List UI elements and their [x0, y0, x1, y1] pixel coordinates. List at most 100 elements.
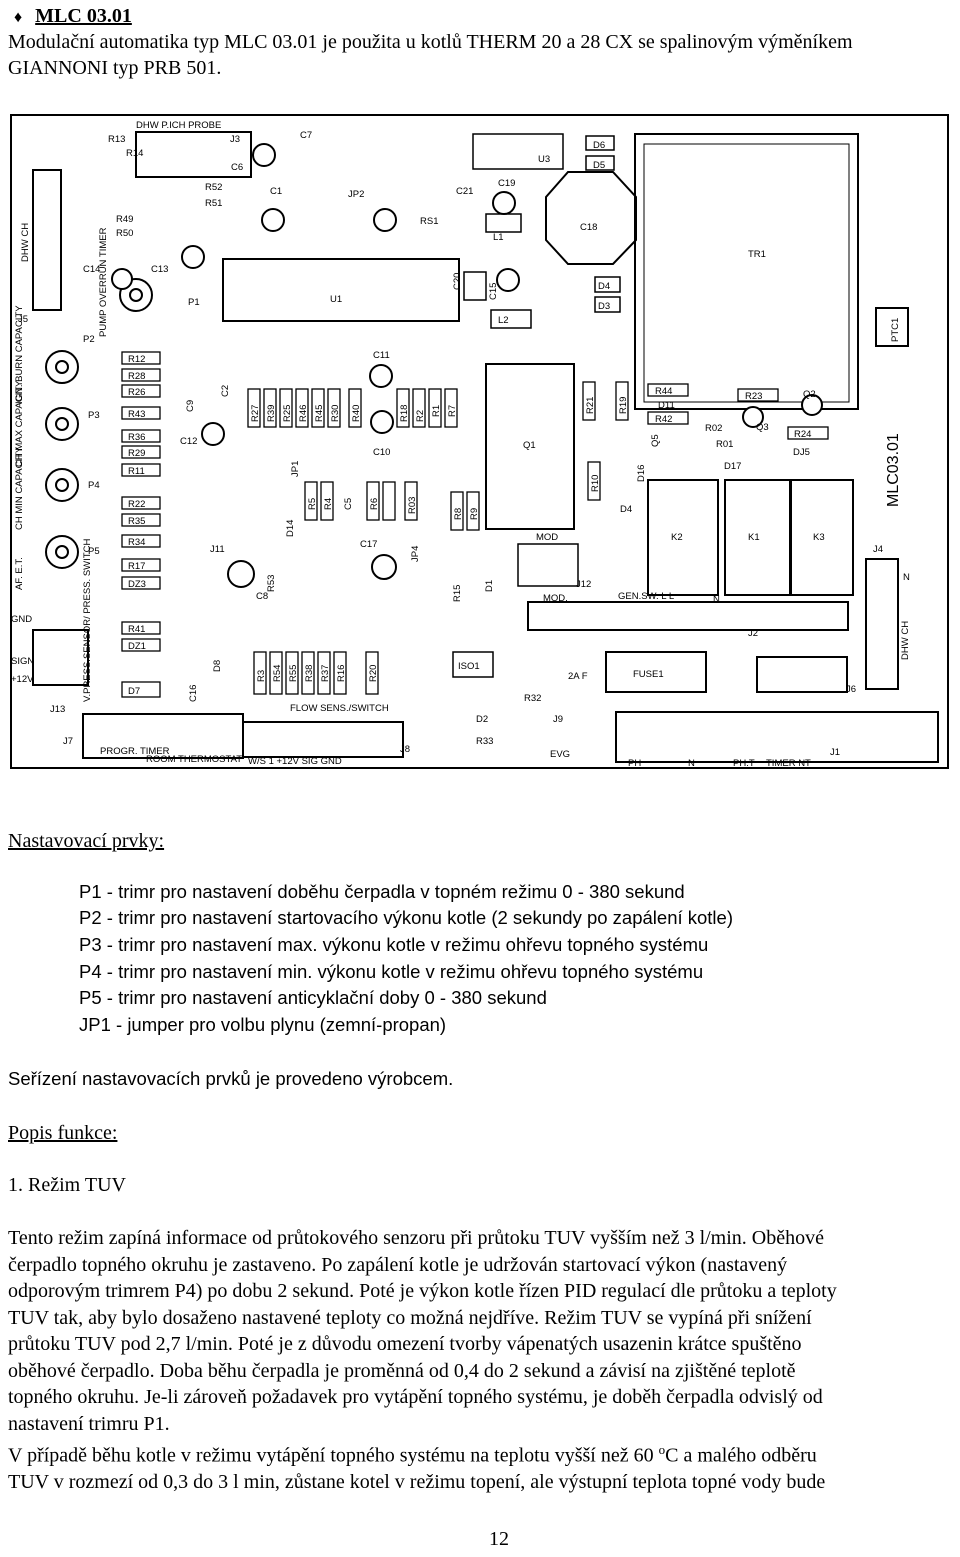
label-r45: R45 [314, 405, 325, 422]
setting-item-p5: P5 - trimr pro nastavení anticyklační do… [79, 987, 547, 1008]
label-r50: R50 [116, 228, 133, 239]
label-c2: C2 [220, 385, 231, 397]
label-r49: R49 [116, 214, 133, 225]
label-evg: EVG [550, 749, 570, 760]
label-d11: D11 [658, 400, 675, 411]
label-r36: R36 [128, 432, 145, 443]
label-r25: R25 [282, 405, 293, 422]
label-d4b: D4 [620, 504, 632, 515]
label-ph-t: PH.T [733, 758, 755, 769]
label-dhw-pich-probe: DHW P.ICH PROBE [136, 120, 221, 131]
label-d16: D16 [636, 465, 647, 482]
label-r32: R32 [524, 693, 541, 704]
label-r6: R6 [369, 498, 380, 510]
label-r12: R12 [128, 354, 145, 365]
label-room-thermostat: ROOM THERMOSTAT [146, 754, 242, 765]
board-outline [10, 114, 949, 769]
label-j12: J12 [576, 579, 591, 590]
section-title: MLC 03.01 [35, 5, 132, 27]
label-r10: R10 [590, 475, 601, 492]
label-r02: R02 [705, 423, 722, 434]
label-d1: D1 [484, 580, 495, 592]
label-c11: C11 [373, 350, 390, 361]
label-r53: R53 [266, 575, 277, 592]
label-u3: U3 [538, 154, 550, 165]
label-d5: D5 [593, 160, 605, 171]
label-q5: Q5 [650, 434, 661, 447]
label-q2: Q2 [803, 389, 816, 400]
label-r40: R40 [351, 405, 362, 422]
label-board: MLC03.01 [885, 433, 902, 507]
label-ign-burn: IGN. BURN CAPACITY [14, 305, 25, 404]
label-j13: J13 [50, 704, 65, 715]
label-p5: P5 [88, 546, 100, 557]
label-dz1: DZ1 [128, 641, 146, 652]
label-jp1: JP1 [290, 461, 301, 477]
paragraph-line: V případě běhu kotle v režimu vytápění t… [8, 1437, 948, 1469]
label-d6: D6 [593, 140, 605, 151]
label-q3: Q3 [756, 422, 769, 433]
label-r52: R52 [205, 182, 222, 193]
label-r9: R9 [469, 508, 480, 520]
label-gen-sw: GEN.SW. L L [618, 591, 674, 602]
setting-item-p4: P4 - trimr pro nastavení min. výkonu kot… [79, 961, 704, 982]
label-ptc1: PTC1 [890, 318, 901, 342]
label-r18: R18 [399, 405, 410, 422]
label-c17: C17 [360, 539, 377, 550]
heating-text-end: C a malého odběru [665, 1444, 817, 1467]
label-sign: SIGN [11, 656, 34, 667]
paragraph-line: nastavení trimru P1. [8, 1412, 170, 1435]
diamond-bullet-icon: ♦ [14, 9, 23, 26]
label-jp4: JP4 [410, 546, 421, 562]
paragraph-line: odporovým trimrem P4) po dobu 2 sekund. … [8, 1280, 837, 1302]
label-r54: R54 [272, 665, 283, 682]
label-fuse1: FUSE1 [633, 669, 664, 680]
label-r3: R3 [256, 670, 267, 682]
label-r35: R35 [128, 516, 145, 527]
label-p1: P1 [188, 297, 200, 308]
label-r17: R17 [128, 561, 145, 572]
label-c16: C16 [188, 685, 199, 702]
label-r24: R24 [794, 429, 811, 440]
label-c10: C10 [373, 447, 390, 458]
label-c15: C15 [488, 283, 499, 300]
label-j2: J2 [748, 628, 758, 639]
label-j8: J8 [400, 744, 410, 755]
label-n-b: N [903, 572, 910, 583]
label-gnd: GND [11, 614, 32, 625]
label-jp2: JP2 [348, 189, 364, 200]
label-dhw-ch-2: DHW CH [900, 621, 911, 660]
setting-item-jp1: JP1 - jumper pro volbu plynu (zemní-prop… [79, 1014, 447, 1035]
mode-heading: 1. Režim TUV [8, 1174, 126, 1196]
label-r8: R8 [453, 508, 464, 520]
label-r33: R33 [476, 736, 493, 747]
label-c18: C18 [580, 222, 597, 233]
label-ws-row: W/S 1 +12V SIG GND [248, 756, 342, 767]
label-r5: R5 [307, 498, 318, 510]
label-n-a: N [713, 594, 720, 605]
label-ph: PH [628, 758, 641, 769]
paragraph-line: průtoku TUV pod 2,7 l/min. Poté je z dův… [8, 1333, 802, 1355]
label-r15: R15 [452, 585, 463, 602]
paragraph-line: TUV v rozmezí od 0,3 do 3 l min, zůstane… [8, 1471, 826, 1494]
label-pump-overrun: PUMP OVERRUN TIMER [98, 227, 109, 337]
label-r2: R2 [415, 410, 426, 422]
page-number: 12 [489, 1528, 509, 1550]
label-dhw-ch: DHW CH [20, 223, 31, 262]
label-p4: P4 [88, 480, 100, 491]
label-rs1: RS1 [420, 216, 438, 227]
label-r44: R44 [655, 386, 672, 397]
paragraph-line: Tento režim zapíná informace od průtokov… [8, 1227, 824, 1249]
label-k1: K1 [748, 532, 760, 543]
label-r30: R30 [330, 405, 341, 422]
label-k3: K3 [813, 532, 825, 543]
label-r39: R39 [266, 405, 277, 422]
label-l2: L2 [498, 315, 509, 326]
intro-line-2: GIANNONI typ PRB 501. [8, 57, 222, 79]
label-d7: D7 [128, 686, 140, 697]
paragraph-line: topného okruhu. Je-li zároveň požadavek … [8, 1386, 823, 1408]
label-p2: P2 [83, 334, 95, 345]
degree-sup: o [658, 1442, 666, 1457]
label-r46: R46 [298, 405, 309, 422]
circuit-board-diagram: DHW P.ICH PROBE J3 C7 D6 D5 U3 R13 R14 C… [10, 114, 949, 769]
